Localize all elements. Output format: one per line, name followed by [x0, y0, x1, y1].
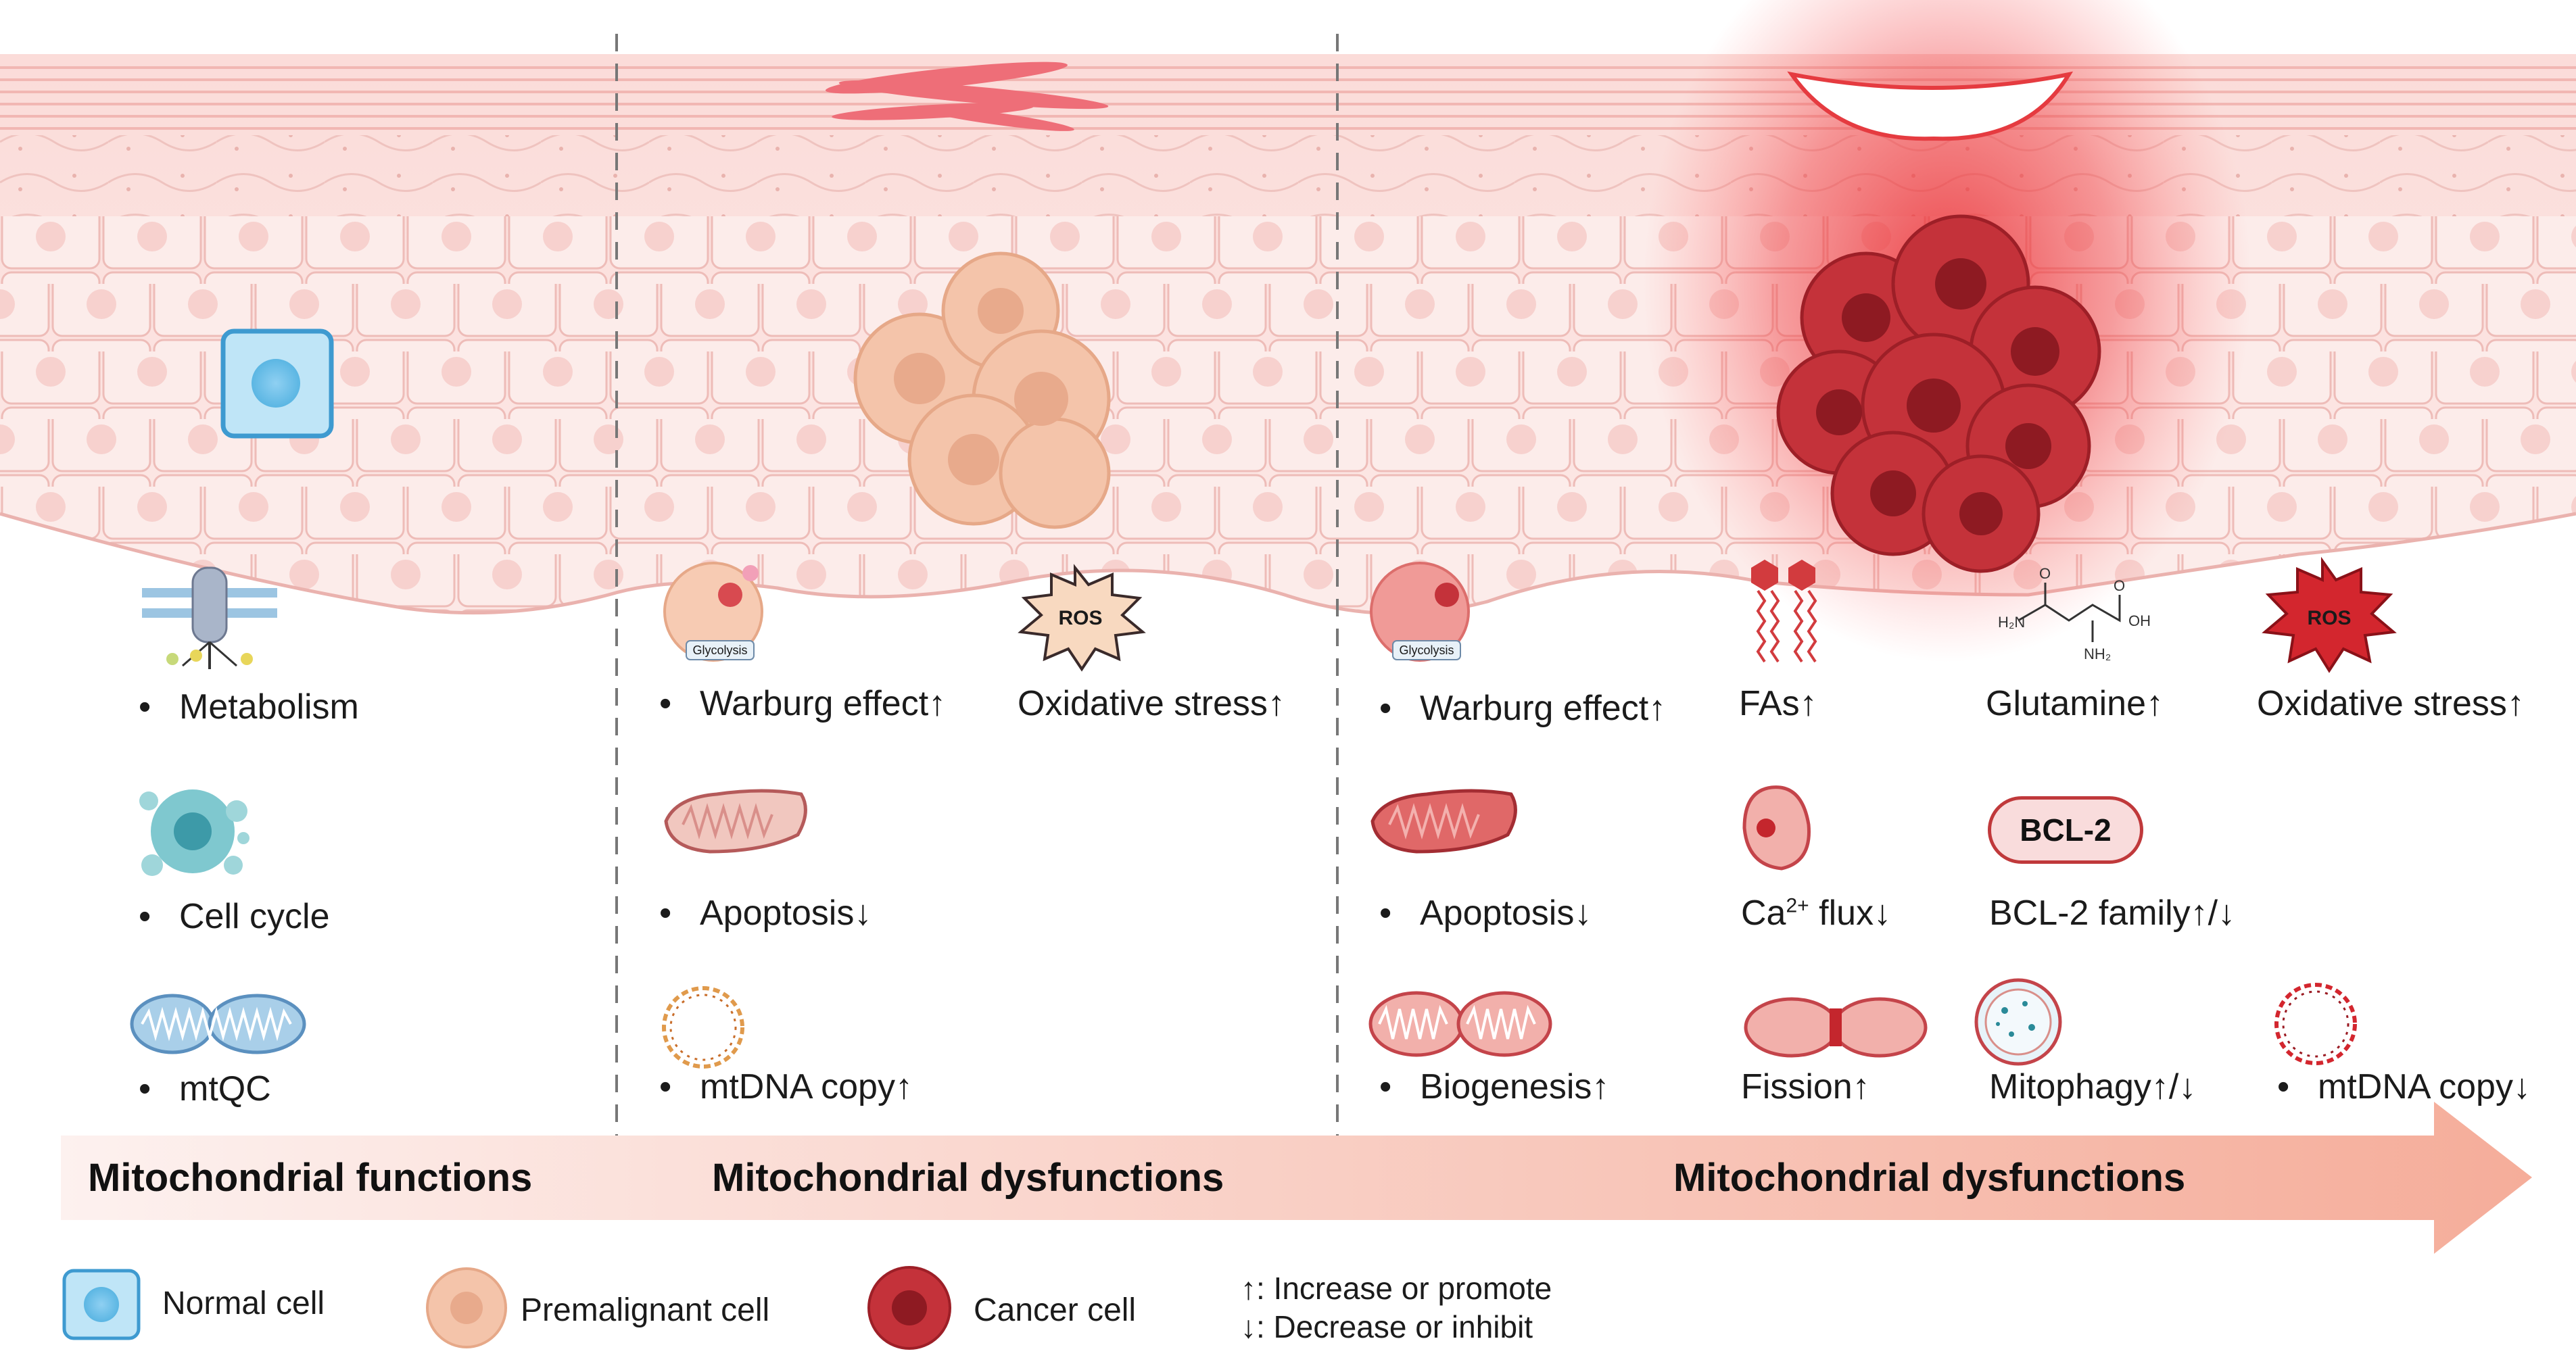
- stage-dividers: [615, 34, 1339, 1217]
- ros-label-cancer: ROS: [2307, 607, 2351, 629]
- normal-item-mtqc: mtQC: [139, 1071, 271, 1106]
- premalignant-surface-lesion: [825, 62, 1109, 131]
- ros-burst-icon-premalignant: ROS: [1018, 564, 1146, 672]
- progression-arrow: [61, 1102, 2532, 1254]
- cancer-item-warburg: Warburg effect↑: [1379, 691, 1666, 726]
- premalignant-cell-cluster: [853, 251, 1111, 529]
- ros-burst-icon-cancer: ROS: [2262, 556, 2397, 673]
- fatty-acid-icon: [1751, 560, 1817, 663]
- cancer-item-fission: Fission↑: [1741, 1067, 1870, 1106]
- legend-normal-cell-icon: [62, 1269, 141, 1340]
- glutamine-nh2: NH₂: [2084, 645, 2111, 662]
- legend-decrease-key: ↓: Decrease or inhibit: [1241, 1309, 1533, 1344]
- cancer-item-mitophagy: Mitophagy↑/↓: [1989, 1067, 2197, 1106]
- glycolysis-cell-icon-cancer: Glycolysis: [1370, 562, 1470, 662]
- mitophagy-icon: [1974, 978, 2062, 1066]
- cancer-item-calcium-flux: Ca2+ flux↓: [1741, 894, 1892, 933]
- glycolysis-tag: Glycolysis: [692, 643, 747, 657]
- legend-normal-cell-label: Normal cell: [162, 1286, 325, 1321]
- ulcer: [1787, 71, 2074, 141]
- premalignant-item-mtdna: mtDNA copy↑: [659, 1069, 913, 1104]
- legend-cancer-cell-icon: [867, 1266, 951, 1350]
- glutamine-o-left: O: [2039, 565, 2051, 582]
- premalignant-item-apoptosis: Apoptosis↓: [659, 896, 872, 931]
- cancer-item-mtdna: mtDNA copy↓: [2277, 1069, 2531, 1104]
- normal-cell: [220, 328, 334, 439]
- glutamine-h2n: H₂N: [1998, 614, 2025, 631]
- legend-increase-key: ↑: Increase or promote: [1241, 1271, 1552, 1306]
- legend-cancer-cell-label: Cancer cell: [974, 1292, 1137, 1328]
- normal-item-cell-cycle: Cell cycle: [139, 899, 330, 934]
- glycolysis-cell-icon: Glycolysis: [663, 562, 763, 662]
- glutamine-oh: OH: [2128, 612, 2151, 629]
- cancer-item-biogenesis: Biogenesis↑: [1379, 1069, 1609, 1104]
- bcl2-badge: BCL-2: [1988, 796, 2143, 864]
- premalignant-item-oxidative-stress: Oxidative stress↑: [1018, 684, 1285, 723]
- glutamine-o-right: O: [2114, 577, 2125, 594]
- cancer-item-glutamine: Glutamine↑: [1986, 684, 2164, 723]
- premalignant-item-warburg: Warburg effect↑: [659, 686, 946, 721]
- stage-title-premalignant: Mitochondrial dysfunctions: [712, 1156, 1224, 1200]
- mitochondrion-fusion-icon: [130, 994, 306, 1054]
- stage-title-normal: Mitochondrial functions: [88, 1156, 533, 1200]
- calcium-er-icon: [1742, 785, 1811, 871]
- damaged-mitochondrion-icon-cancer: [1370, 789, 1517, 854]
- ros-label-premalignant: ROS: [1058, 607, 1102, 629]
- fission-mitochondrion-icon: [1744, 997, 1928, 1058]
- legend-premalignant-cell-icon: [426, 1267, 507, 1348]
- mtdna-ring-icon-cancer: [2274, 983, 2357, 1065]
- cancer-cell-mass: [1776, 214, 2101, 573]
- damaged-mitochondrion-icon-premalignant: [664, 789, 807, 854]
- legend-premalignant-cell-label: Premalignant cell: [521, 1292, 770, 1328]
- biogenesis-mitochondria-icon: [1368, 991, 1552, 1057]
- cancer-item-fas: FAs↑: [1739, 684, 1817, 723]
- membrane-transporter-icon: [142, 566, 277, 669]
- mtdna-ring-icon-premalignant: [662, 986, 744, 1069]
- cancer-item-bcl2-family: BCL-2 family↑/↓: [1989, 894, 2236, 933]
- cancer-item-oxidative-stress: Oxidative stress↑: [2257, 684, 2525, 723]
- glycolysis-tag-cancer: Glycolysis: [1399, 643, 1454, 657]
- glutamine-structure-icon: H₂N O O OH NH₂: [1998, 565, 2151, 662]
- cell-cycle-icon: [139, 789, 249, 876]
- normal-item-metabolism: Metabolism: [139, 689, 359, 725]
- stage-title-cancer: Mitochondrial dysfunctions: [1673, 1156, 2186, 1200]
- cancer-item-apoptosis: Apoptosis↓: [1379, 896, 1592, 931]
